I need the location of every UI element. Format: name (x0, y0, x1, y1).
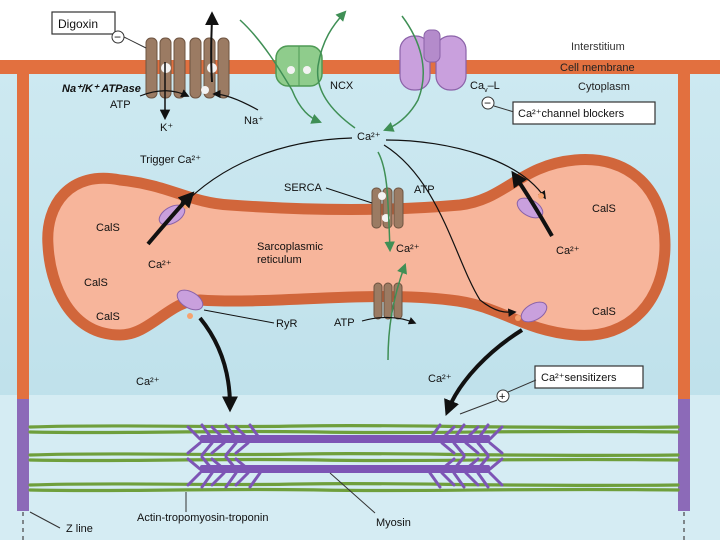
ca-release-arrow-right-down (444, 328, 524, 416)
ca-label-right-sr: Ca²⁺ (556, 245, 580, 257)
interstitium-region (0, 0, 720, 60)
blocker-inhibit-icon (481, 96, 495, 110)
blocker-connector (493, 105, 515, 113)
ca-channel-blockers-label: Ca²⁺channel blockers (518, 108, 625, 120)
atpase-atp-label: ATP (110, 99, 131, 111)
ca-sensitizers-label: Ca²⁺sensitizers (541, 372, 617, 384)
serca-label: SERCA (284, 182, 323, 194)
sensitizer-connector (507, 379, 537, 393)
k-plus-label: K⁺ (160, 122, 173, 134)
na-plus-label: Na⁺ (244, 115, 264, 127)
na-to-pump-arrow (212, 89, 259, 111)
serca-atp-label: ATP (414, 184, 435, 196)
cytoplasm-label: Cytoplasm (578, 81, 630, 93)
ca-channel-blockers-box (512, 101, 656, 125)
na-k-atpase-label: Na⁺/K⁺ ATPase (62, 83, 141, 95)
actin-label: Actin-tropomyosin-troponin (137, 512, 268, 524)
z-line-label: Z line (66, 523, 93, 535)
myosin-heads (186, 423, 504, 489)
interstitium-label: Interstitium (571, 41, 625, 53)
ca-label-lower-right: Ca²⁺ (428, 373, 452, 385)
digoxin-minus: − (114, 30, 121, 44)
ryr-channel-bottom-left (176, 289, 204, 319)
ryr-connector (203, 309, 275, 324)
sensitizer-plus-icon (496, 389, 510, 403)
central-ca-label: Ca²⁺ (357, 131, 381, 143)
blocker-minus: − (484, 96, 491, 110)
sr-center-ca-label: Ca²⁺ (396, 243, 420, 255)
cell-membrane-label: Cell membrane (560, 62, 635, 74)
ryr-channel-bottom-right (515, 301, 548, 323)
trigger-ca-label: Trigger Ca²⁺ (140, 154, 201, 166)
trigger-arrow-left (178, 137, 353, 210)
ncx-ca-out-arrow (316, 10, 356, 129)
sensitizer-pointer (459, 399, 498, 415)
cell-membrane-left (17, 74, 29, 399)
sr-lower-atp-label: ATP (334, 317, 355, 329)
myosin-filaments (200, 435, 490, 473)
ca-release-arrow-left-down (198, 316, 238, 413)
ncx-label: NCX (330, 80, 354, 92)
sr-label-line2: reticulum (257, 254, 302, 266)
cals-label-right-bottom: CalS (592, 306, 616, 318)
z-line-right (678, 399, 690, 511)
sensitizer-plus: + (499, 391, 505, 403)
ncx-na-in-arrow (239, 19, 322, 124)
myosin-label: Myosin (376, 517, 411, 529)
digoxin-connector (123, 36, 147, 49)
ryr-label: RyR (276, 318, 297, 330)
ca-sensitizers-box (534, 365, 644, 389)
digoxin-label: Digoxin (58, 17, 98, 31)
ca-l-label: Cav–L (470, 80, 500, 94)
ca-label-lower-left: Ca²⁺ (136, 376, 160, 388)
sr-lower-green-arrow (387, 263, 407, 361)
ncx-exchanger (275, 45, 323, 87)
actin-filaments (28, 423, 680, 493)
cals-label-left-bottom: CalS (96, 311, 120, 323)
z-line-left (17, 399, 29, 511)
serca-uptake-arrow (377, 151, 395, 253)
ca-release-arrow-right-up (511, 170, 554, 237)
cell-membrane-right (678, 74, 690, 399)
na-out-arrow (204, 11, 219, 83)
cals-label-right-top: CalS (592, 203, 616, 215)
cals-label-left-mid: CalS (84, 277, 108, 289)
myosin-connector (329, 472, 376, 514)
serca-connector (325, 187, 373, 204)
l-channel-ca-in-arrow (383, 15, 424, 132)
sr-label-line1: Sarcoplasmic (257, 241, 324, 253)
ca-to-right-ryr-arrow (383, 144, 517, 317)
digoxin-box (51, 11, 116, 35)
atp-to-pump-arrow (139, 89, 190, 97)
z-line-connector (29, 511, 61, 529)
ca-label-left-sr: Ca²⁺ (148, 259, 172, 271)
trigger-arrow-right (385, 139, 546, 200)
cals-label-left-top: CalS (96, 222, 120, 234)
sr-lower-atp-arrow (361, 316, 417, 325)
ca-release-arrow-left-up (146, 191, 195, 246)
